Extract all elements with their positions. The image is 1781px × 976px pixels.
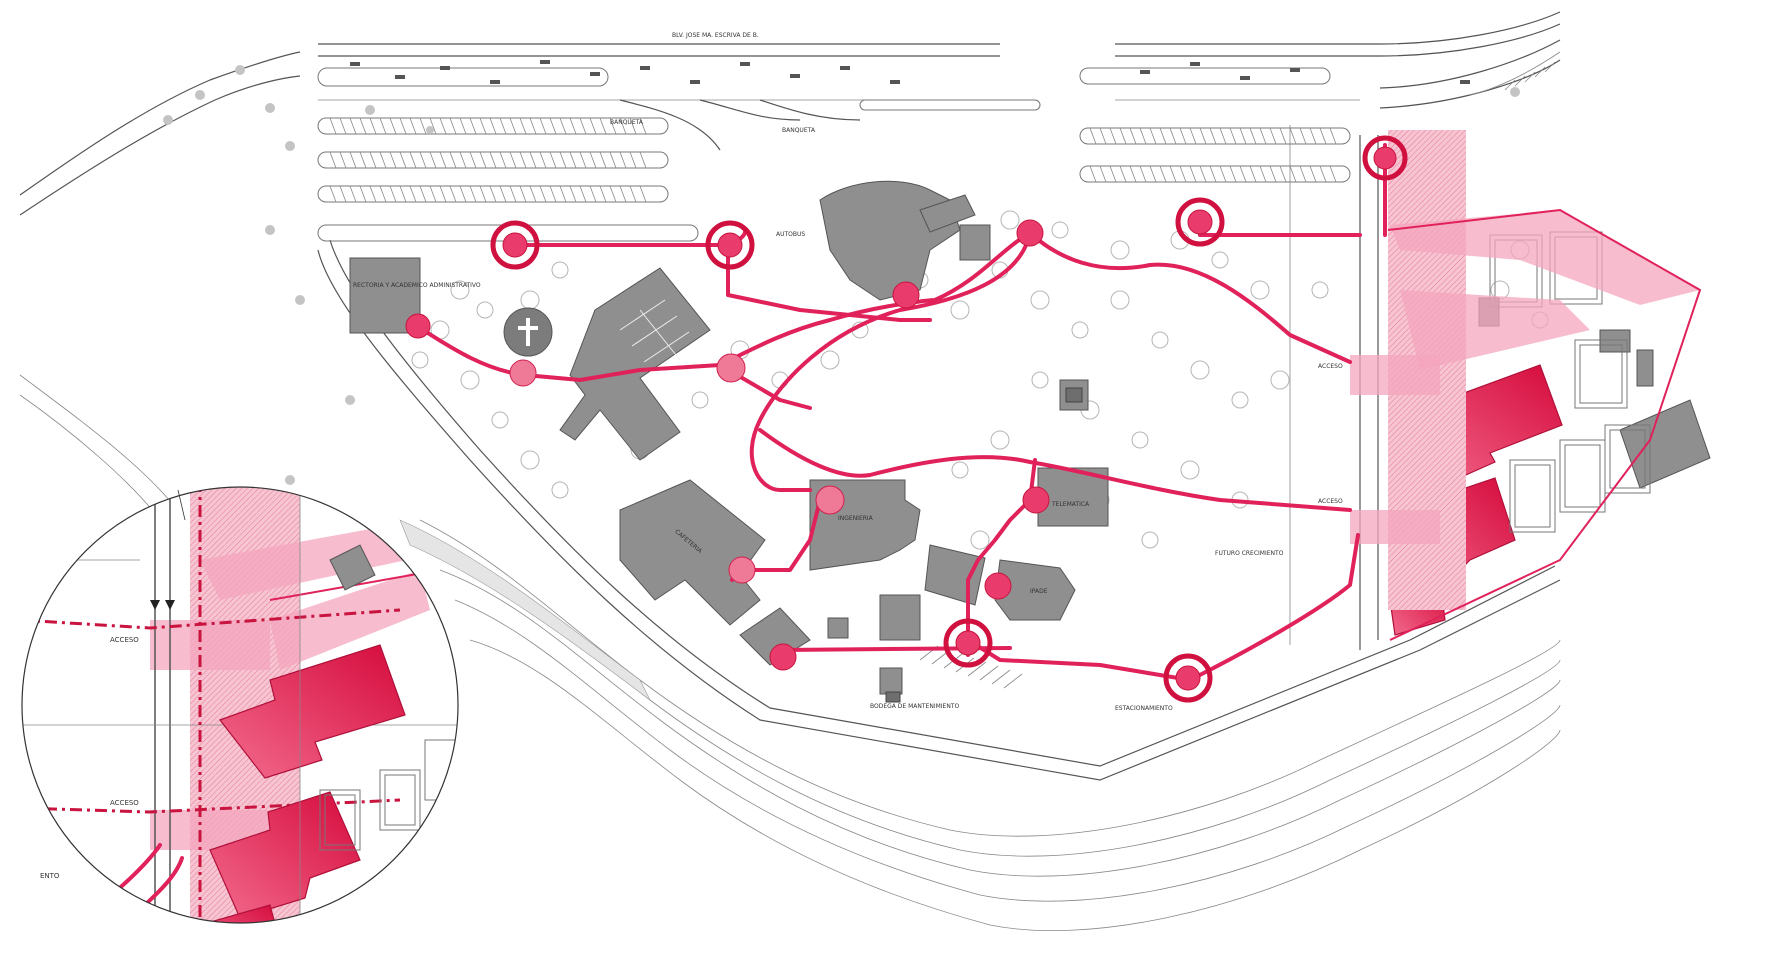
cross-icon (518, 318, 538, 346)
label-acceso-1: ACCESO (1318, 363, 1343, 370)
zoom-detail-circle: ACCESO ACCESO ENTO (21, 486, 459, 924)
sport-courts (1489, 231, 1651, 533)
nodes (405, 135, 1408, 703)
circulation-paths (413, 143, 1387, 682)
label-banqueta-1: BANQUETA (610, 119, 644, 126)
label-estacionamiento: ESTACIONAMIENTO (1115, 705, 1173, 712)
label-autobus: AUTOBUS (776, 231, 805, 238)
label-ingenieria: INGENIERIA (838, 515, 874, 522)
label-banqueta-2: BANQUETA (782, 127, 816, 134)
label-telematica: TELEMATICA (1051, 501, 1090, 508)
map-labels: BLV. JOSE MA. ESCRIVA DE B. BANQUETA BAN… (610, 32, 1343, 712)
access-zones (1350, 130, 1702, 641)
building-ipade (994, 559, 1076, 621)
zoom-label-ento: ENTO (40, 872, 60, 880)
label-acceso-2: ACCESO (1318, 498, 1343, 505)
building-cafeteria (619, 479, 766, 626)
trees (163, 65, 1549, 550)
label-boulevard: BLV. JOSE MA. ESCRIVA DE B. (672, 32, 759, 39)
label-ipade: IPADE (1030, 588, 1048, 595)
zoom-label-acceso-1: ACCESO (110, 636, 139, 644)
label-futuro: FUTURO CRECIMIENTO (1215, 550, 1284, 557)
label-bodega: BODEGA DE MANTENIMIENTO (870, 703, 959, 710)
buildings: RECTORIA Y ACADEMICO ADMINISTRATIVO CAFE… (349, 180, 1711, 703)
zoom-label-acceso-2: ACCESO (110, 799, 139, 807)
chapel (503, 307, 553, 357)
label-rectoria: RECTORIA Y ACADEMICO ADMINISTRATIVO (353, 282, 481, 289)
